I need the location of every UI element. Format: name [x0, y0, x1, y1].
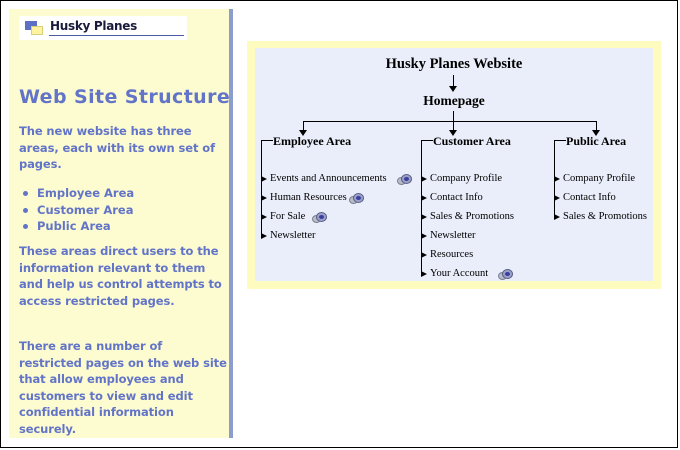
- diagram-item-human-resources[interactable]: Human Resources: [270, 192, 347, 203]
- column-header-customer-area: Customer Area: [433, 134, 511, 148]
- branch-public-item-2: [554, 217, 556, 218]
- logo-underline: [49, 35, 184, 36]
- connector-bus-to-employee: [303, 121, 304, 132]
- diagram-item-company-profile-customer[interactable]: Company Profile: [430, 173, 503, 184]
- diagram-item-newsletter-customer[interactable]: Newsletter: [430, 230, 476, 241]
- diagram-panel: Husky Planes Website Homepage Employee A…: [247, 41, 661, 289]
- sidebar-area-list: Employee Area Customer Area Public Area: [23, 185, 134, 235]
- diagram-item-contact-info-customer[interactable]: Contact Info: [430, 192, 483, 203]
- husky-planes-logo-icon: [25, 21, 45, 35]
- arrow-customer-item-0-icon: [421, 176, 427, 182]
- column-spine-employee: [261, 140, 262, 238]
- arrow-employee-item-1-icon: [261, 195, 267, 201]
- logo-text: Husky Planes: [50, 19, 137, 33]
- column-header-rule-public: [554, 140, 566, 141]
- column-spine-customer: [421, 140, 422, 276]
- arrow-public-item-2-icon: [554, 214, 560, 220]
- arrow-to-public-icon: [592, 130, 600, 136]
- arrow-customer-item-1-icon: [421, 195, 427, 201]
- branch-employee-item-2: [261, 217, 263, 218]
- logo-yellow-square-icon: [31, 26, 43, 35]
- branch-customer-item-5: [421, 274, 423, 275]
- sidebar-paragraph-2: These areas direct users to the informat…: [19, 244, 222, 308]
- sidebar-list-item-customer: Customer Area: [23, 202, 134, 219]
- branch-customer-item-0: [421, 179, 423, 180]
- diagram-item-for-sale[interactable]: For Sale: [270, 211, 306, 222]
- secure-page-icon: [397, 174, 412, 186]
- diagram-item-sales-and-promotions-public[interactable]: Sales & Promotions: [563, 211, 648, 222]
- branch-customer-item-2: [421, 217, 423, 218]
- diagram-item-sales-and-promotions-customer[interactable]: Sales & Promotions: [430, 211, 515, 222]
- branch-public-item-1: [554, 198, 556, 199]
- logo-block: Husky Planes: [19, 16, 187, 40]
- sidebar-panel: Husky Planes Web Site Structure The new …: [9, 9, 231, 438]
- column-header-rule-customer: [421, 140, 433, 141]
- secure-page-icon: [349, 193, 364, 205]
- logo-blue-square-icon: [25, 21, 37, 30]
- branch-public-item-0: [554, 179, 556, 180]
- connector-homepage-to-bus: [453, 111, 454, 121]
- arrow-customer-item-2-icon: [421, 214, 427, 220]
- sidebar-divider: [229, 9, 233, 438]
- branch-employee-item-1: [261, 198, 263, 199]
- branch-customer-item-3: [421, 236, 423, 237]
- sidebar-list-item-public: Public Area: [23, 218, 134, 235]
- branch-customer-item-4: [421, 255, 423, 256]
- connector-bus-to-customer: [453, 121, 454, 132]
- arrow-public-item-1-icon: [554, 195, 560, 201]
- branch-employee-item-0: [261, 179, 263, 180]
- arrow-customer-item-5-icon: [421, 271, 427, 277]
- diagram-item-contact-info-public[interactable]: Contact Info: [563, 192, 616, 203]
- diagram-item-company-profile-public[interactable]: Company Profile: [563, 173, 636, 184]
- sidebar-paragraph-3: There are a number of restricted pages o…: [19, 339, 227, 436]
- branch-employee-item-3: [261, 236, 263, 237]
- arrow-public-item-0-icon: [554, 176, 560, 182]
- branch-customer-item-1: [421, 198, 423, 199]
- connector-bus-horizontal: [303, 121, 596, 122]
- arrow-customer-item-3-icon: [421, 233, 427, 239]
- connector-root-to-homepage: [453, 75, 454, 88]
- diagram-item-events-and-announcements[interactable]: Events and Announcements: [270, 173, 387, 184]
- column-header-employee-area: Employee Area: [273, 134, 352, 148]
- arrow-employee-item-0-icon: [261, 176, 267, 182]
- secure-page-icon: [312, 212, 327, 224]
- diagram-item-your-account[interactable]: Your Account: [430, 268, 489, 279]
- column-header-public-area: Public Area: [566, 134, 627, 148]
- diagram-homepage-title: Homepage: [423, 93, 485, 108]
- arrow-customer-item-4-icon: [421, 252, 427, 258]
- arrow-to-employee-icon: [299, 130, 307, 136]
- diagram-root-title: Husky Planes Website: [385, 56, 523, 72]
- sidebar-paragraph-1: The new website has three areas, each wi…: [19, 124, 215, 171]
- secure-page-icon: [498, 269, 513, 281]
- connector-bus-to-public: [596, 121, 597, 132]
- diagram-item-newsletter-employee[interactable]: Newsletter: [270, 230, 316, 241]
- diagram-item-resources-customer[interactable]: Resources: [430, 249, 474, 260]
- column-header-rule-employee: [261, 140, 273, 141]
- diagram-canvas: Husky Planes Website Homepage Employee A…: [255, 48, 653, 281]
- arrow-employee-item-3-icon: [261, 233, 267, 239]
- arrow-employee-item-2-icon: [261, 214, 267, 220]
- page-title: Web Site Structure: [19, 86, 231, 108]
- arrow-root-to-homepage-icon: [449, 86, 457, 92]
- sidebar-list-item-employee: Employee Area: [23, 185, 134, 202]
- arrow-to-customer-icon: [449, 130, 457, 136]
